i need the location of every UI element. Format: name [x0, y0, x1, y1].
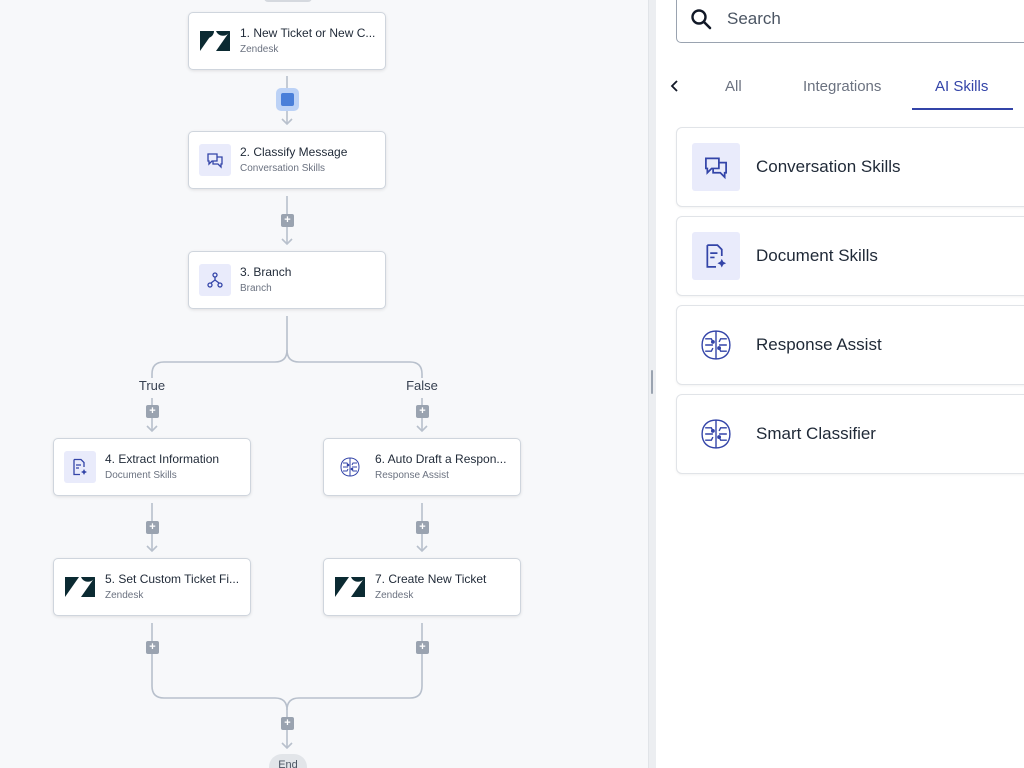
node-title: 6. Auto Draft a Respon... [375, 451, 507, 466]
node-subtitle: Document Skills [105, 469, 177, 481]
chevron-left-icon[interactable] [668, 76, 682, 96]
ai-brain-icon [692, 321, 740, 369]
skill-card-response-assist[interactable]: Response Assist [676, 305, 1024, 385]
node-subtitle: Branch [240, 282, 272, 294]
workflow-node-4[interactable]: 4. Extract Information Document Skills [53, 438, 251, 496]
skill-label: Smart Classifier [756, 424, 876, 443]
skill-label: Conversation Skills [756, 157, 901, 176]
workflow-canvas[interactable]: 1. New Ticket or New C... Zendesk 2. Cla… [0, 0, 648, 768]
node-title: 1. New Ticket or New C... [240, 25, 376, 40]
tab-integrations[interactable]: Integrations [803, 78, 882, 95]
workflow-node-7[interactable]: 7. Create New Ticket Zendesk [323, 558, 521, 616]
search-icon [691, 8, 712, 29]
add-step-button[interactable]: + [146, 641, 159, 654]
workflow-node-5[interactable]: 5. Set Custom Ticket Fi... Zendesk [53, 558, 251, 616]
node-title: 7. Create New Ticket [375, 571, 487, 586]
step-picker-panel: All Integrations AI Skills Conversation … [656, 0, 1024, 768]
skill-label: Response Assist [756, 335, 882, 354]
panel-resize-handle[interactable] [648, 0, 656, 768]
tab-all[interactable]: All [725, 78, 742, 95]
skill-card-document-skills[interactable]: Document Skills [676, 216, 1024, 296]
search-box[interactable] [676, 0, 1024, 43]
skill-card-smart-classifier[interactable]: Smart Classifier [676, 394, 1024, 474]
add-step-button[interactable]: + [281, 717, 294, 730]
add-step-button[interactable]: + [416, 405, 429, 418]
node-title: 4. Extract Information [105, 451, 220, 466]
branch-label-true: True [138, 378, 166, 393]
node-subtitle: Conversation Skills [240, 162, 326, 174]
zendesk-logo-icon [199, 25, 231, 57]
node-subtitle: Zendesk [240, 43, 279, 55]
node-title: 2. Classify Message [240, 144, 348, 159]
zendesk-logo-icon [334, 571, 366, 603]
workflow-node-1[interactable]: 1. New Ticket or New C... Zendesk [188, 12, 386, 70]
ai-brain-icon [334, 451, 366, 483]
ai-brain-icon [692, 410, 740, 458]
document-skill-icon [64, 451, 96, 483]
connector-lines [146, 76, 428, 750]
node-title: 5. Set Custom Ticket Fi... [105, 571, 240, 586]
end-node: End [269, 754, 307, 768]
node-subtitle: Zendesk [375, 589, 414, 601]
add-step-button[interactable]: + [281, 214, 294, 227]
branch-icon [199, 264, 231, 296]
conversation-icon [692, 143, 740, 191]
conversation-icon [199, 144, 231, 176]
add-step-button[interactable]: + [146, 521, 159, 534]
search-input[interactable] [727, 8, 987, 29]
trigger-stub [264, 0, 312, 2]
workflow-node-6[interactable]: 6. Auto Draft a Respon... Response Assis… [323, 438, 521, 496]
skill-label: Document Skills [756, 246, 878, 265]
tab-ai-skills[interactable]: AI Skills [935, 78, 989, 95]
workflow-node-2[interactable]: 2. Classify Message Conversation Skills [188, 131, 386, 189]
active-tab-indicator [912, 108, 1013, 110]
add-step-button[interactable]: + [416, 521, 429, 534]
add-step-button-selected[interactable] [276, 88, 299, 111]
node-subtitle: Zendesk [105, 589, 144, 601]
zendesk-logo-icon [64, 571, 96, 603]
add-step-button[interactable]: + [146, 405, 159, 418]
branch-label-false: False [406, 378, 438, 393]
node-title: 3. Branch [240, 264, 292, 279]
document-skill-icon [692, 232, 740, 280]
resize-grip[interactable] [651, 370, 653, 394]
node-subtitle: Response Assist [375, 469, 449, 481]
add-step-button[interactable]: + [416, 641, 429, 654]
workflow-node-3[interactable]: 3. Branch Branch [188, 251, 386, 309]
category-tabs: All Integrations AI Skills [656, 62, 1024, 112]
skill-card-conversation-skills[interactable]: Conversation Skills [676, 127, 1024, 207]
